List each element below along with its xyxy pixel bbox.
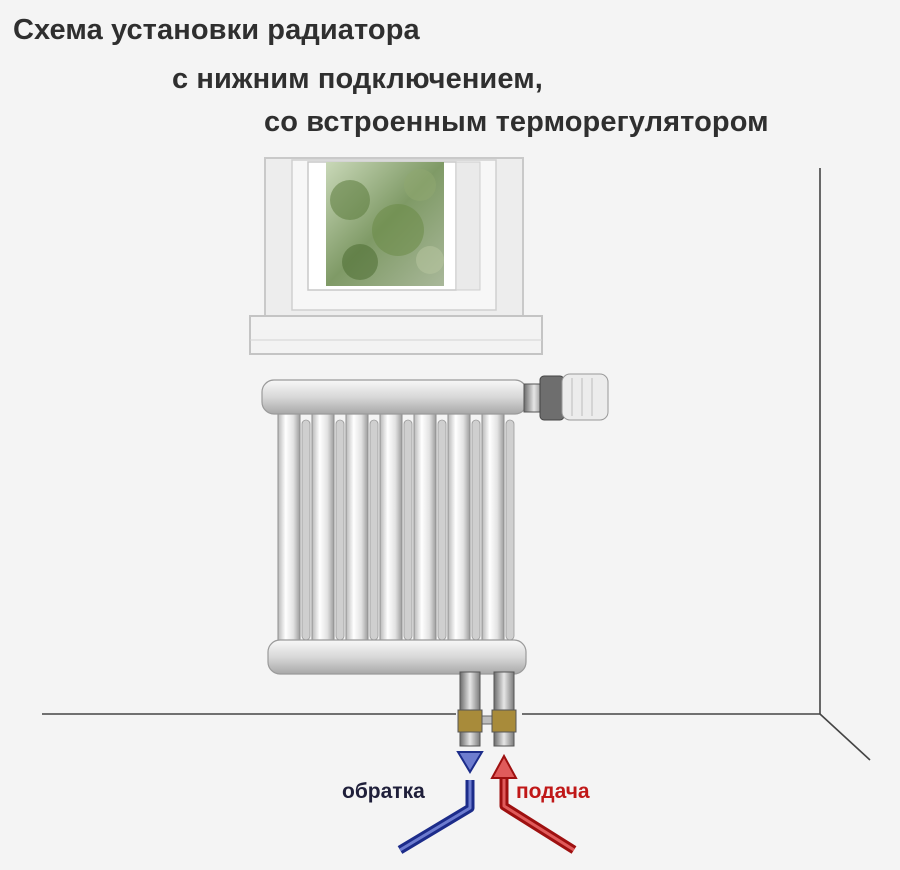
supply-fitting-nut [491, 709, 517, 733]
radiator-column [311, 391, 335, 665]
radiator-rear-tube [301, 419, 311, 641]
title-line-2: с нижним подключением, [172, 63, 543, 95]
bottom-connection [457, 671, 517, 747]
radiator-column [447, 391, 471, 665]
supply-pipe-label: подача [516, 780, 590, 803]
radiator-rear-tube [437, 419, 447, 641]
return-arrow-icon [456, 751, 484, 774]
thermostat-dial [561, 373, 609, 421]
return-fitting-nut [457, 709, 483, 733]
radiator-column [481, 391, 505, 665]
radiator-bottom-header [267, 639, 527, 675]
radiator-rear-tube [369, 419, 379, 641]
title-line-1: Схема установки радиатора [13, 14, 420, 46]
return-pipe-label: обратка [342, 780, 425, 803]
radiator [261, 379, 528, 675]
supply-arrow-icon [490, 753, 518, 779]
thermostat-nut [539, 375, 565, 421]
radiator-rear-tube [471, 419, 481, 641]
thermostat-head [523, 373, 609, 421]
floor-corner-line [819, 713, 871, 761]
title-line-3: со встроенным терморегулятором [264, 106, 769, 138]
radiator-rear-tube [403, 419, 413, 641]
room-lines [42, 168, 871, 761]
return-pipe [397, 751, 484, 854]
supply-valve [493, 671, 515, 713]
radiator-column [345, 391, 369, 665]
return-valve [459, 671, 481, 713]
window [249, 157, 543, 355]
radiator-column [379, 391, 403, 665]
radiator-top-header [261, 379, 528, 415]
radiator-column [277, 391, 301, 665]
window-foliage [330, 169, 444, 280]
radiator-rear-tube [335, 419, 345, 641]
window-handle-post [455, 161, 481, 291]
supply-pipe [490, 753, 577, 854]
radiator-rear-tube [505, 419, 515, 641]
radiator-column [413, 391, 437, 665]
window-sill [249, 315, 543, 355]
